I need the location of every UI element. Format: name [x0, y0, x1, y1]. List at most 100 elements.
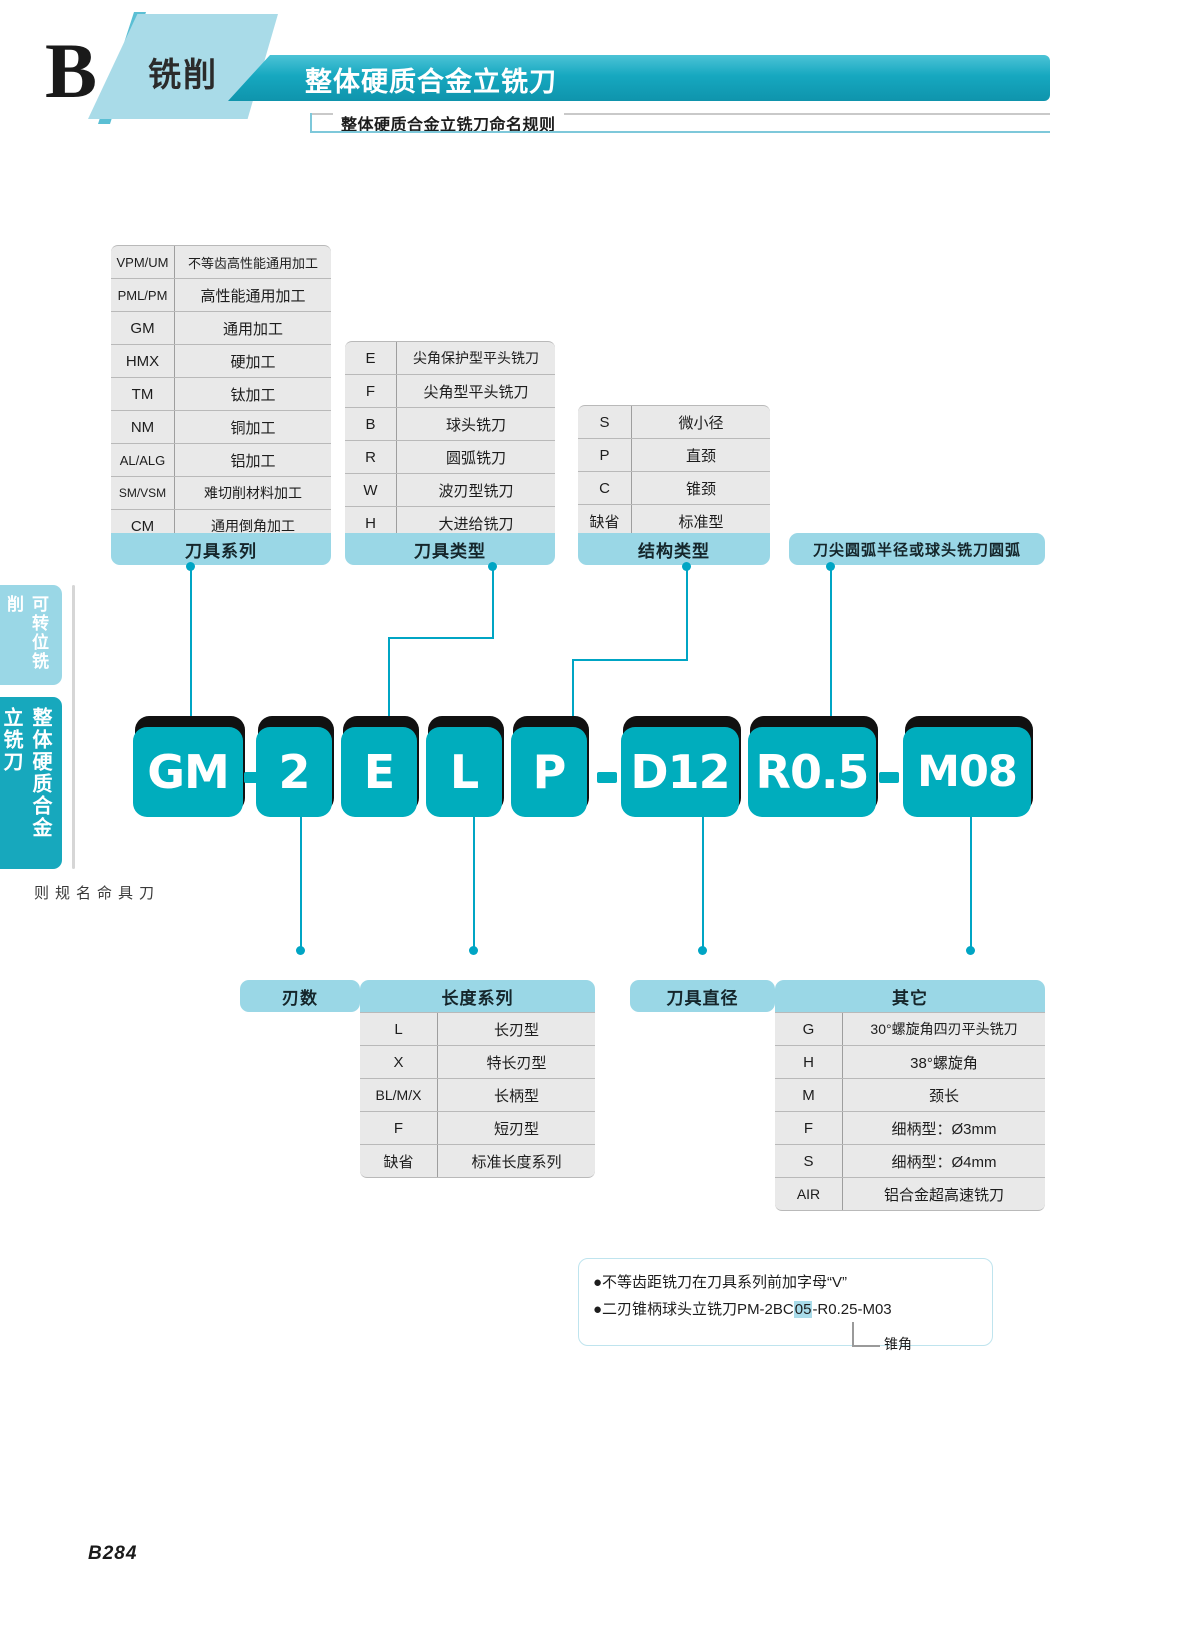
table-row: R 圆弧铣刀	[345, 441, 555, 474]
code-block-other[interactable]: M08	[903, 727, 1031, 817]
table-header-other: 其它	[775, 980, 1045, 1012]
cell-desc: 短刃型	[493, 1120, 539, 1138]
note-callout-line-vertical	[852, 1322, 854, 1346]
note-line-2-prefix: ●二刃锥柄球头立铣刀PM-2BC	[593, 1301, 794, 1318]
note-line-1: ●不等齿距铣刀在刀具系列前加字母“V”	[593, 1274, 848, 1291]
cell-desc: 铝加工	[230, 452, 276, 470]
code-block-type[interactable]: E	[341, 727, 417, 817]
connector-series	[190, 566, 192, 732]
connector-dot	[296, 946, 305, 955]
table-header-corner-radius: 刀尖圆弧半径或球头铣刀圆弧	[789, 533, 1045, 565]
cell-desc: 长刃型	[493, 1021, 539, 1039]
header-category: 铣削	[148, 56, 218, 93]
cell-code: PML/PM	[111, 279, 175, 311]
side-tab-rail	[72, 585, 75, 869]
code-block-flutes[interactable]: 2	[256, 727, 332, 817]
page-number: B284	[88, 1543, 138, 1564]
code-separator	[244, 772, 264, 783]
page-title: 整体硬质合金立铣刀	[305, 67, 557, 97]
cell-desc: 尖角型平头铣刀	[423, 383, 529, 401]
cell-code: BL/M/X	[360, 1079, 438, 1111]
connector-flutes	[300, 817, 302, 949]
cell-code: S	[775, 1145, 843, 1177]
table-row: X 特长刃型	[360, 1046, 595, 1079]
cell-desc: 波刃型铣刀	[438, 482, 514, 500]
connector-dot	[698, 946, 707, 955]
cell-code: C	[578, 472, 632, 504]
cell-code: H	[345, 507, 397, 539]
cell-code: S	[578, 406, 632, 438]
cell-code: M	[775, 1079, 843, 1111]
cell-desc: 锥颈	[685, 480, 716, 498]
cell-code: X	[360, 1046, 438, 1078]
cell-desc: 难切削材料加工	[204, 485, 302, 501]
connector-other	[970, 817, 972, 949]
note-line-2-highlight: 05	[793, 1301, 813, 1318]
sidebar-item-indexable-milling[interactable]: 可转位铣削	[0, 585, 62, 685]
cell-code: 缺省	[360, 1145, 438, 1177]
code-block-series[interactable]: GM	[133, 727, 243, 817]
cell-desc: 细柄型：Ø4mm	[891, 1153, 997, 1171]
cell-code: GM	[111, 312, 175, 344]
cell-code: L	[360, 1013, 438, 1045]
table-header-flute-count: 刃数	[240, 980, 360, 1012]
page-header: B 铣削 整体硬质合金立铣刀 整体硬质合金立铣刀命名规则	[0, 0, 1200, 150]
table-row: 缺省 标准长度系列	[360, 1145, 595, 1178]
sidebar-item-solid-carbide-endmill[interactable]: 整体硬质合金立铣刀	[0, 697, 62, 869]
table-row: C 锥颈	[578, 472, 770, 505]
code-block-structure[interactable]: P	[511, 727, 587, 817]
code-block-length[interactable]: L	[426, 727, 502, 817]
cell-desc: 硬加工	[230, 353, 276, 371]
code-block-corner-radius[interactable]: R0.5	[748, 727, 876, 817]
cell-desc: 大进给铣刀	[438, 515, 514, 533]
connector-dot	[966, 946, 975, 955]
code-separator	[597, 772, 617, 783]
connector-dot	[488, 562, 497, 571]
connector-length	[473, 817, 475, 949]
table-row: F 尖角型平头铣刀	[345, 375, 555, 408]
note-callout-line-horizontal	[852, 1345, 880, 1347]
cell-code: F	[345, 375, 397, 407]
cell-desc: 铝合金超高速铣刀	[883, 1186, 1004, 1204]
note-callout-label: 锥角	[884, 1336, 912, 1352]
cell-desc: 标准长度系列	[471, 1153, 562, 1171]
table-header-tool-type: 刀具类型	[345, 533, 555, 565]
connector-struct-h	[572, 659, 688, 661]
code-block-diameter[interactable]: D12	[621, 727, 739, 817]
notes-box: ●不等齿距铣刀在刀具系列前加字母“V” ●二刃锥柄球头立铣刀PM-2BC05-R…	[578, 1258, 993, 1346]
connector-type-top	[492, 566, 494, 638]
table-row: L 长刃型	[360, 1012, 595, 1046]
sidebar-note-naming-rule: 刀具命名规则	[32, 885, 154, 902]
cell-code: AIR	[775, 1178, 843, 1210]
connector-diameter	[702, 817, 704, 949]
connector-dot	[469, 946, 478, 955]
connector-struct-top	[686, 566, 688, 660]
table-header-tool-series: 刀具系列	[111, 533, 331, 565]
cell-code: R	[345, 441, 397, 473]
cell-desc: 特长刃型	[486, 1054, 547, 1072]
cell-code: E	[345, 342, 397, 374]
cell-code: VPM/UM	[111, 246, 175, 278]
cell-code: B	[345, 408, 397, 440]
table-row: S 细柄型：Ø4mm	[775, 1145, 1045, 1178]
table-header-tool-diameter: 刀具直径	[630, 980, 775, 1012]
cell-desc: 通用加工	[222, 320, 283, 338]
code-separator	[879, 772, 899, 783]
connector-dot	[826, 562, 835, 571]
cell-desc: 圆弧铣刀	[445, 449, 506, 467]
section-letter: B	[45, 27, 98, 114]
